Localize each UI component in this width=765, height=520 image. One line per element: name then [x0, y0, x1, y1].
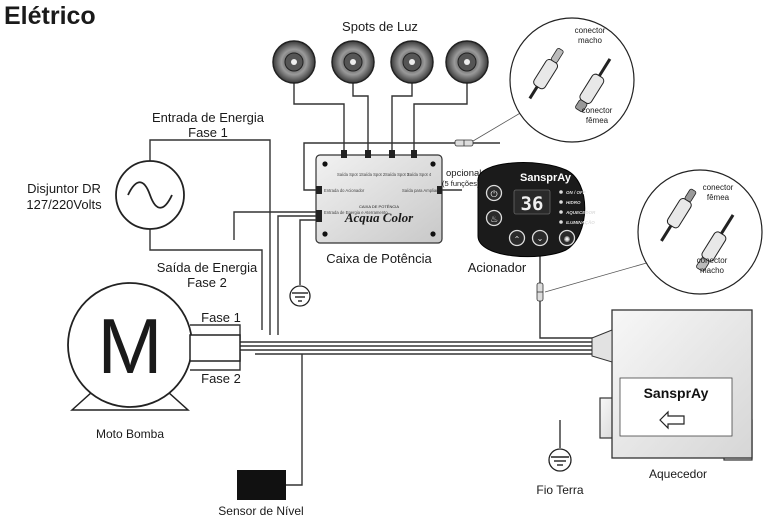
conn-right-macho-1: conector [697, 256, 728, 265]
ground-symbol-box [289, 285, 311, 307]
saida-spot-3: Saída Spot 3 [385, 172, 410, 177]
disjuntor-symbol [115, 160, 185, 230]
controller-brand: SansprAy [520, 172, 572, 184]
disjuntor-label-2: 127/220Volts [26, 197, 102, 212]
page-title: Elétrico [4, 2, 96, 30]
up-icon: ⌃ [514, 235, 521, 244]
power-icon: ⏻ [490, 189, 497, 199]
caixa-label: Caixa de Potência [326, 251, 432, 266]
option-iluminacao: ILUMINAÇÃO [566, 219, 595, 225]
hydro-icon: ♨ [490, 214, 498, 224]
spot-light-2 [331, 40, 375, 84]
saida-spot-4: Saída Spot 4 [407, 172, 432, 177]
moto-bomba-label: Moto Bomba [96, 427, 164, 441]
acionador-label: Acionador [468, 260, 527, 275]
aquecedor-label: Aquecedor [649, 467, 707, 481]
ground-symbol-heater [548, 448, 572, 472]
conn-right-macho-2: macho [700, 266, 725, 275]
conn-right-femea-1: conector [703, 183, 734, 192]
motor-letter: M [98, 302, 163, 390]
option-aquecedor: AQUECEDOR [565, 210, 596, 215]
conn-top-macho-1: conector [575, 26, 606, 35]
conn-top-macho-2: macho [578, 36, 603, 45]
heater-brand: SansprAy [644, 385, 709, 401]
wires [149, 82, 651, 470]
power-box: Saída Spot 1 Saída Spot 2 Saída Spot 3 S… [315, 150, 443, 244]
saida-spot-1: Saída Spot 1 [337, 172, 362, 177]
entrada-label-2: Fase 1 [188, 125, 228, 140]
saida-ampliar-label: Saída para Ampliar [402, 188, 438, 193]
spot-light-3 [390, 40, 434, 84]
motor-pump: M [67, 282, 241, 411]
connector-right [536, 282, 544, 302]
entrada-acionador-label: Entrada do Acionador [324, 188, 365, 193]
connector-top [454, 139, 474, 147]
conn-top-femea-1: conector [582, 106, 613, 115]
entrada-label-1: Entrada de Energia [152, 110, 265, 125]
fase2-label: Fase 2 [201, 371, 241, 386]
saida-label-2: Fase 2 [187, 275, 227, 290]
disjuntor-label-1: Disjuntor DR [27, 181, 101, 196]
power-box-subtitle: CAIXA DE POTÊNCIA [359, 204, 399, 209]
light-icon: ✺ [564, 235, 571, 244]
opcional-label-2: (5 funções) [442, 179, 480, 188]
controller-display: 36 [521, 193, 544, 215]
fio-terra-label: Fio Terra [536, 483, 583, 497]
power-box-brand: Acqua Color [344, 210, 414, 225]
spot-light-4 [445, 40, 489, 84]
opcional-label-1: opcional [446, 168, 481, 179]
option-onoff: ON / OFF [566, 190, 586, 195]
connector-detail-right: conector fêmea conector macho [637, 169, 763, 295]
saida-label-1: Saída de Energia [157, 260, 258, 275]
level-sensor [237, 470, 303, 500]
down-icon: ⌄ [537, 234, 544, 243]
conn-top-femea-2: fêmea [586, 116, 609, 125]
arrow-left-icon [659, 410, 685, 430]
option-hidro: HIDRO [566, 200, 581, 205]
saida-spot-2: Saída Spot 2 [361, 172, 386, 177]
entrada-energia-label: Entrada de Energia e Aterramento [324, 210, 388, 215]
spot-light-1 [272, 40, 316, 84]
fase1-label: Fase 1 [201, 310, 241, 325]
conn-right-femea-2: fêmea [707, 193, 730, 202]
spots-label: Spots de Luz [342, 19, 418, 34]
heater-unit: SansprAy [591, 309, 753, 461]
connector-detail-top: conector macho conector fêmea [509, 17, 635, 143]
sensor-label: Sensor de Nível [218, 504, 303, 518]
controller-device: SansprAy 36 ⏻ ♨ ⌃ ⌄ ✺ ON / OFF HIDRO AQU… [477, 162, 596, 258]
